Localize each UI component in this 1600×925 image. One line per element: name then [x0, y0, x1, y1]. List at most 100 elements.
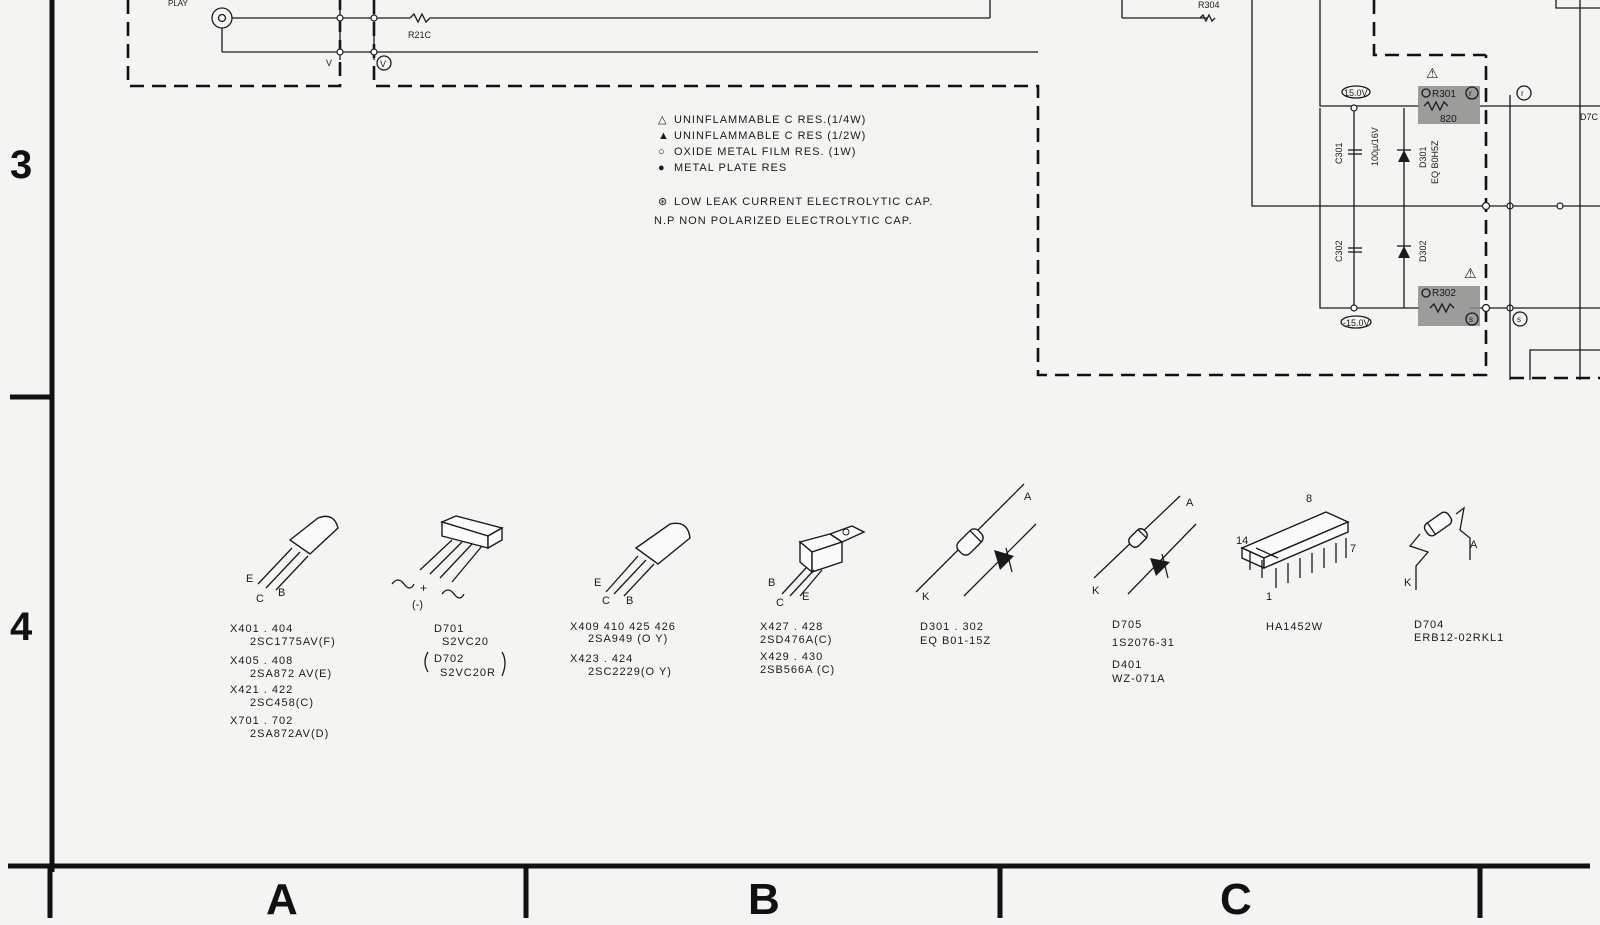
comp1-line-2: 2SC1775AV(F) [250, 636, 336, 648]
legend-symbol-1: △ [658, 114, 667, 126]
legend-note1: LOW LEAK CURRENT ELECTROLYTIC CAP. [674, 196, 934, 208]
comp7-pin-1: 1 [1266, 591, 1272, 603]
legend-symbol-4: ● [658, 162, 666, 174]
d301-label: D301 [1418, 146, 1428, 168]
r210-label: R21C [408, 30, 432, 40]
r301-highlight [1418, 86, 1480, 124]
d301-part: EQ B0H5Z [1430, 140, 1440, 184]
transistor-to92-a: E C B X401 . 404 2SC1775AV(F) X405 . 408… [230, 515, 339, 740]
comp7-pin-14: 14 [1236, 535, 1248, 547]
comp6-pin-k: K [1092, 585, 1100, 597]
node-r1: r [1469, 89, 1472, 98]
legend-note1-symbol: ⊛ [658, 196, 668, 208]
node-v-right: V [380, 59, 386, 69]
comp1-pin-e: E [246, 573, 253, 585]
comp4-line-2: 2SD476A(C) [760, 634, 832, 646]
comp8-pin-a: A [1470, 539, 1478, 551]
legend-text-4: METAL PLATE RES [674, 162, 787, 174]
comp2-pin-minus: (-) [412, 599, 423, 611]
r301-warning: ⚠ [1426, 65, 1439, 81]
comp3-pin-c: C [602, 595, 610, 607]
bridge-diode: + (-) D701 S2VC20 D702 S2VC20R [391, 515, 506, 679]
diode-d704: A K D704 ERB12-02RKL1 [1404, 506, 1504, 644]
play-label: PLAY [168, 0, 189, 8]
comp4-pin-b: B [768, 577, 775, 589]
comp1-pin-c: C [256, 593, 264, 605]
comp4-pin-c: C [776, 597, 784, 609]
row-label-3: 3 [10, 143, 32, 187]
comp2-line-3: D702 [434, 653, 464, 665]
column-label-c: C [1220, 875, 1252, 924]
comp3-pin-e: E [594, 577, 601, 589]
comp3-pin-b: B [626, 595, 633, 607]
comp5-line-2: EQ B01-15Z [920, 635, 991, 647]
r301-label: R301 [1432, 89, 1456, 100]
play-jack [211, 7, 233, 29]
comp5-pin-a: A [1024, 491, 1032, 503]
comp1-pin-b: B [278, 587, 285, 599]
comp1-line-6: 2SC458(C) [250, 697, 314, 709]
c302-label: C302 [1334, 240, 1344, 262]
c301-label: C301 [1334, 142, 1344, 164]
transistor-to220: B C E X427 . 428 2SD476A(C) X429 . 430 2… [760, 525, 866, 676]
comp2-line-2: S2VC20 [442, 636, 489, 648]
comp8-line-2: ERB12-02RKL1 [1414, 632, 1504, 644]
comp7-pin-8: 8 [1306, 493, 1312, 505]
c301-value: 100µ/16V [1370, 127, 1380, 166]
column-label-a: A [266, 875, 298, 924]
comp1-line-8: 2SA872AV(D) [250, 728, 329, 740]
legend-symbol-2: ▲ [658, 130, 670, 142]
node-s2: s [1517, 315, 1521, 324]
comp2-line-1: D701 [434, 623, 464, 635]
node-s1: s [1469, 315, 1473, 324]
legend-text-2: UNINFLAMMABLE C RES (1/2W) [674, 130, 866, 142]
column-label-b: B [748, 875, 780, 924]
comp2-pin-plus: + [420, 581, 427, 595]
comp6-line-3: D401 [1112, 659, 1142, 671]
legend-text-1: UNINFLAMMABLE C RES.(1/4W) [674, 114, 866, 126]
comp3-line-3: X423 . 424 [570, 653, 633, 665]
comp1-line-7: X701 . 702 [230, 715, 293, 727]
voltage-top: 15.0V [1344, 88, 1368, 98]
comp6-pin-a: A [1186, 497, 1194, 509]
comp4-line-1: X427 . 428 [760, 621, 823, 633]
comp2-line-4: S2VC20R [440, 667, 496, 679]
row-label-4: 4 [10, 605, 33, 649]
comp4-line-3: X429 . 430 [760, 651, 823, 663]
transistor-to92l: E C B X409 410 425 426 2SA949 (O Y) X423… [570, 522, 691, 678]
r301-value: 820 [1440, 114, 1457, 125]
play-circuit: PLAY R21C V V [126, 0, 1488, 377]
d302-label: D302 [1418, 240, 1428, 262]
partial-d7c: D7C [1580, 112, 1599, 122]
comp1-line-4: 2SA872 AV(E) [250, 668, 332, 680]
comp5-line-1: D301 . 302 [920, 621, 984, 633]
comp6-line-1: D705 [1112, 619, 1142, 631]
comp6-line-4: WZ-071A [1112, 673, 1165, 685]
comp4-line-4: 2SB566A (C) [760, 664, 835, 676]
r302-warning: ⚠ [1464, 265, 1477, 281]
ic-ha1452w: 8 14 7 1 HA1452W [1236, 493, 1356, 633]
voltage-bottom: -15.0V [1343, 318, 1370, 328]
comp5-pin-k: K [922, 591, 930, 603]
comp3-line-1: X409 410 425 426 [570, 621, 676, 633]
legend-text-3: OXIDE METAL FILM RES. (1W) [674, 146, 856, 158]
comp7-line-1: HA1452W [1266, 621, 1323, 633]
node-r2: r [1521, 89, 1524, 98]
comp1-line-5: X421 . 422 [230, 684, 293, 696]
legend: △ UNINFLAMMABLE C RES.(1/4W) ▲ UNINFLAMM… [654, 114, 934, 227]
r304-label: R304 [1198, 0, 1220, 10]
r302-label: R302 [1432, 288, 1456, 299]
diode-eqb01: A K D301 . 302 EQ B01-15Z [915, 483, 1037, 647]
comp7-pin-7: 7 [1350, 543, 1356, 555]
diode-d705: A K D705 1S2076-31 D401 WZ-071A [1092, 495, 1197, 685]
legend-symbol-3: ○ [658, 146, 666, 158]
comp6-line-2: 1S2076-31 [1112, 637, 1175, 649]
drawing-frame: 3 4 A B C [8, 0, 1590, 924]
comp3-line-2: 2SA949 (O Y) [588, 633, 668, 645]
comp4-pin-e: E [802, 591, 809, 603]
power-supply-circuit: R304 15.0V -15.0V C301 100µ/16V C302 [1121, 0, 1600, 380]
legend-note2: N.P NON POLARIZED ELECTROLYTIC CAP. [654, 215, 913, 227]
comp1-line-3: X405 . 408 [230, 655, 293, 667]
comp3-line-4: 2SC2229(O Y) [588, 666, 672, 678]
